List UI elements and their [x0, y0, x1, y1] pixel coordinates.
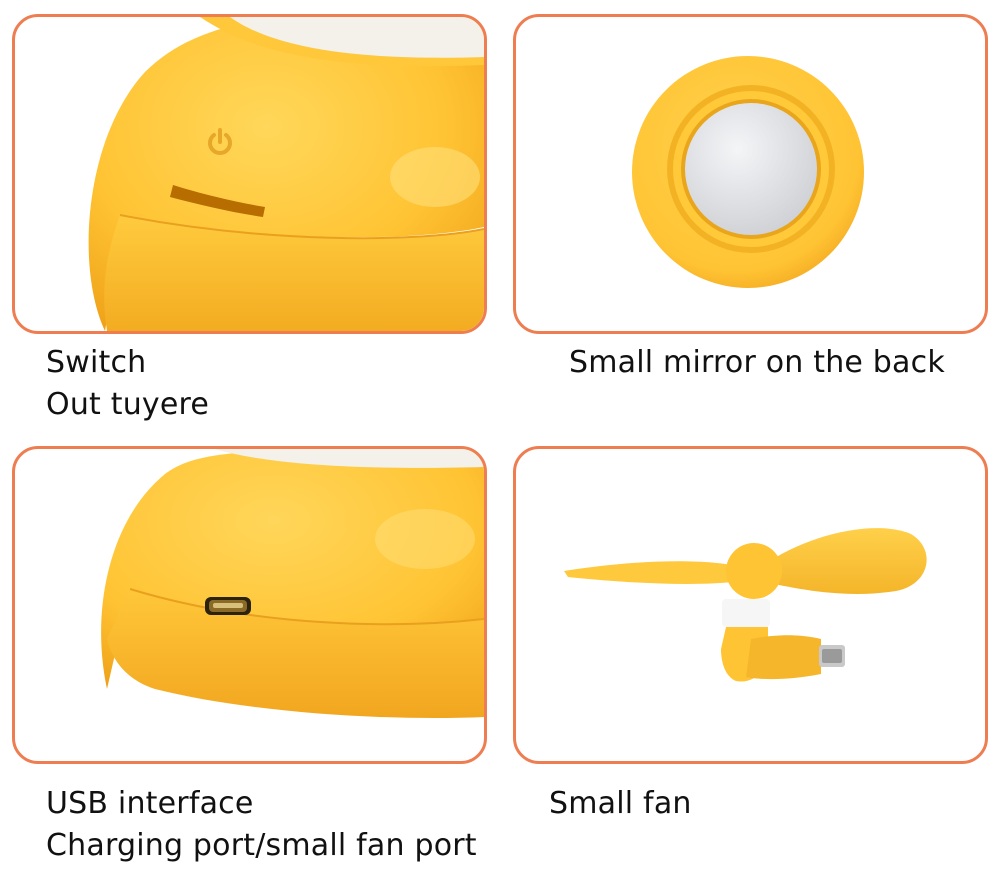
device-usb-illustration [101, 449, 484, 719]
panel-switch-outlet [12, 14, 487, 334]
caption-usb-port: USB interface Charging port/small fan po… [46, 783, 477, 867]
panel-usb-port [12, 446, 487, 764]
mirror [685, 103, 817, 235]
caption-line: Small fan [549, 786, 692, 821]
caption-line: Charging port/small fan port [46, 828, 477, 863]
device-back-illustration [632, 56, 864, 288]
air-outlet-slot [170, 185, 265, 217]
panel-small-fan [513, 446, 988, 764]
panel-back-mirror [513, 14, 988, 334]
power-icon [208, 128, 232, 155]
caption-line: Small mirror on the back [569, 345, 945, 380]
caption-small-fan: Small fan [549, 783, 692, 825]
caption-line: Switch [46, 345, 147, 380]
caption-line: USB interface [46, 786, 254, 821]
small-fan-illustration [564, 528, 927, 682]
caption-line: Out tuyere [46, 387, 210, 422]
caption-back-mirror: Small mirror on the back [569, 342, 945, 384]
caption-switch-outlet: Switch Out tuyere [46, 342, 209, 426]
usb-port [205, 597, 251, 615]
device-side-illustration [88, 17, 484, 331]
